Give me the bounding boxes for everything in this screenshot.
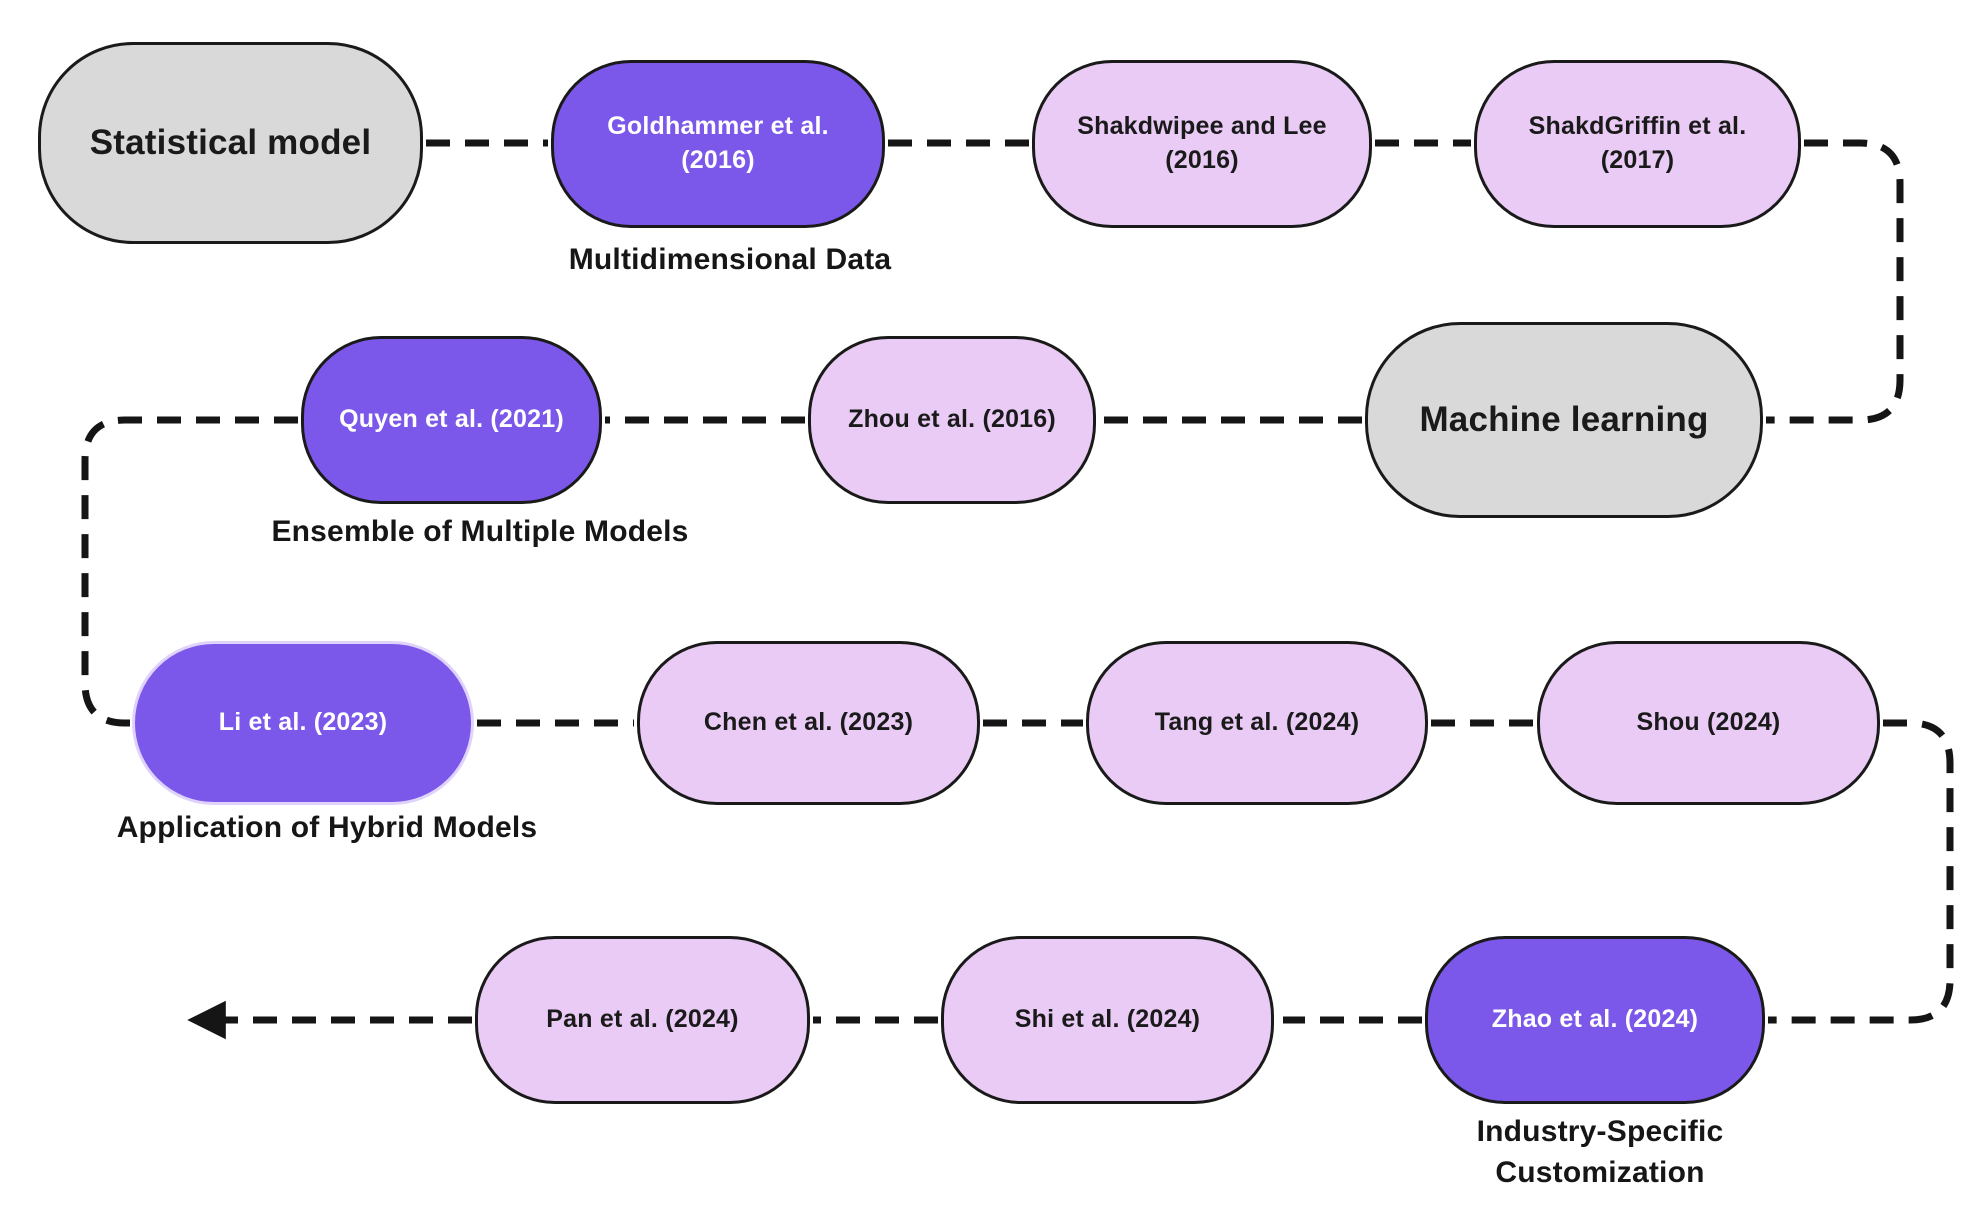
- category-label-industry-specific-customization: Industry-Specific Customization: [1476, 1115, 1724, 1189]
- node-statistical-model: Statistical model: [38, 42, 423, 244]
- node-shou-2024: Shou (2024): [1537, 641, 1880, 805]
- connector-shakdgriffin-machine: [1766, 139, 1904, 424]
- node-pan-2024: Pan et al. (2024): [475, 936, 810, 1104]
- node-quyen-2021: Quyen et al. (2021): [301, 336, 602, 504]
- node-zhao-2024: Zhao et al. (2024): [1425, 936, 1765, 1104]
- node-tang-2024: Tang et al. (2024): [1086, 641, 1428, 805]
- connector-quyen-li: [81, 416, 298, 727]
- node-shi-2024: Shi et al. (2024): [941, 936, 1274, 1104]
- node-shakdwipee-lee-2016: Shakdwipee and Lee (2016): [1032, 60, 1372, 228]
- category-label-multidimensional-data: Multidimensional Data: [568, 243, 892, 276]
- node-li-2023: Li et al. (2023): [132, 641, 474, 805]
- category-label-ensemble-of-multiple-models: Ensemble of Multiple Models: [271, 515, 689, 548]
- node-zhou-2016: Zhou et al. (2016): [808, 336, 1096, 504]
- node-chen-2023: Chen et al. (2023): [637, 641, 980, 805]
- node-shakdgriffin-2017: ShakdGriffin et al. (2017): [1474, 60, 1801, 228]
- connector-shou-zhao: [1768, 719, 1954, 1024]
- node-machine-learning: Machine learning: [1365, 322, 1763, 518]
- category-label-application-of-hybrid-models: Application of Hybrid Models: [116, 811, 538, 844]
- node-goldhammer-2016: Goldhammer et al. (2016): [551, 60, 885, 228]
